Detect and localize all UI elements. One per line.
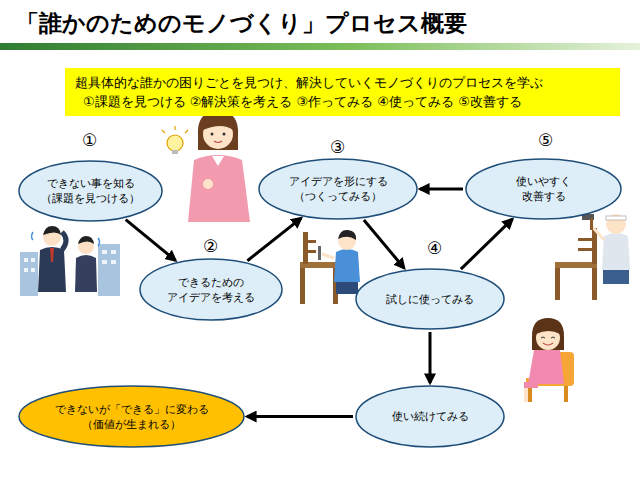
node-text: できるための アイデアを考える [161, 275, 261, 305]
flow-arrow [429, 332, 432, 383]
node-text: 使い続けてみる [370, 409, 490, 424]
callout-number: ② [203, 236, 218, 256]
summary-box: 超具体的な誰かの困りごとを見つけ、解決していくモノづくりのプロセスを学ぶ①課題を… [65, 68, 620, 116]
node-outline-ellipse [259, 159, 417, 219]
node-outline [18, 160, 163, 222]
flow-arrow [247, 415, 353, 418]
page-title: 「誰かのためのモノづくり」プロセス概要 [16, 8, 467, 38]
node-outline [139, 258, 283, 321]
node-outline [258, 158, 418, 220]
node-outline-ellipse [356, 386, 504, 447]
node-outline-rect [65, 68, 620, 116]
callout-number: ⑤ [538, 130, 553, 150]
process-ellipse: アイデアを形にする （つくってみる） [258, 158, 418, 220]
node-text: 試しに使ってみる [370, 292, 490, 307]
process-ellipse: できない事を知る （課題を見つける） [18, 160, 163, 222]
node-outline [18, 385, 245, 448]
node-text: できないが「できる」に変わる （価値が生まれる） [47, 402, 217, 432]
flow-arrow [364, 220, 404, 268]
man-improving-chair [555, 214, 630, 300]
node-text: アイデアを形にする （つくってみる） [283, 174, 393, 204]
node-outline-ellipse [140, 259, 282, 320]
node-outline-ellipse [356, 269, 504, 329]
boy-making-chair [300, 230, 360, 304]
flow-arrow [126, 220, 176, 261]
node-text: 使いやすく 改善する [509, 174, 579, 204]
node-outline-ellipse [466, 159, 621, 219]
process-ellipse: 使い続けてみる [355, 385, 505, 448]
node-text: 超具体的な誰かの困りごとを見つけ、解決していくモノづくりのプロセスを学ぶ [75, 73, 543, 92]
flow-arrow [461, 219, 513, 269]
callout-number: ③ [330, 137, 345, 157]
process-ellipse: 試しに使ってみる [355, 268, 505, 330]
node-text: ①課題を見つける ②解決策を考える ③作ってみる ④使ってみる ⑤改善する [83, 92, 522, 111]
flow-arrow [247, 218, 301, 261]
flow-arrow [420, 188, 463, 191]
callout-number: ④ [427, 238, 442, 258]
title-underline [0, 43, 640, 50]
process-ellipse: 使いやすく 改善する [465, 158, 622, 220]
worried-businessmen [20, 226, 120, 296]
process-ellipse: できるための アイデアを考える [139, 258, 283, 321]
result-ellipse: できないが「できる」に変わる （価値が生まれる） [18, 385, 245, 448]
thinking-woman [162, 110, 250, 222]
callout-number: ① [82, 130, 97, 150]
node-outline [465, 158, 622, 220]
node-outline-ellipse [19, 161, 162, 221]
node-text: できない事を知る （課題を見つける） [36, 176, 146, 206]
girl-sitting-on-chair [524, 318, 574, 402]
node-outline-ellipse [19, 386, 244, 447]
